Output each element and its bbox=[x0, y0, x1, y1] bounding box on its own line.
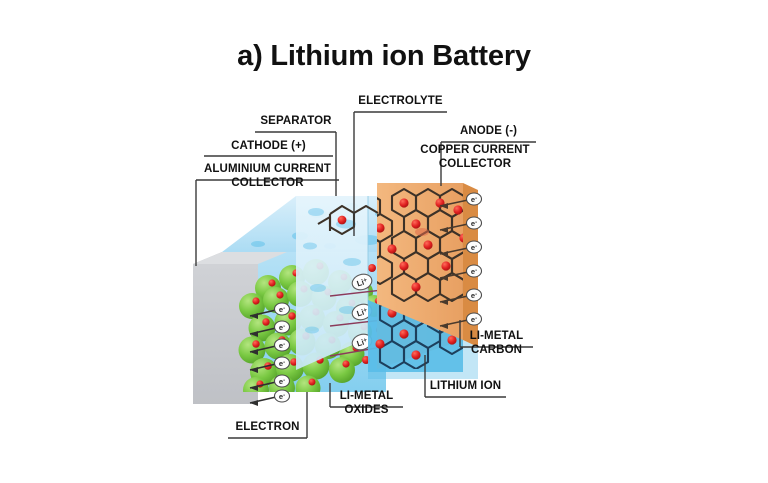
svg-text:e-: e- bbox=[279, 377, 285, 386]
electron-markers-cathode: e- e- e- e- bbox=[249, 302, 291, 406]
aluminium-collector-line2: COLLECTOR bbox=[231, 176, 304, 189]
label-aluminium-current-collector: ALUMINIUM CURRENT COLLECTOR bbox=[196, 163, 339, 190]
svg-text:Li+: Li+ bbox=[356, 306, 369, 318]
svg-text:e-: e- bbox=[471, 315, 477, 324]
label-separator: SEPARATOR bbox=[260, 115, 332, 127]
label-copper-current-collector: COPPER CURRENT COLLECTOR bbox=[413, 144, 537, 171]
svg-text:e-: e- bbox=[471, 195, 477, 204]
svg-text:e-: e- bbox=[279, 359, 285, 368]
svg-text:e-: e- bbox=[471, 267, 477, 276]
label-anode: ANODE (-) bbox=[459, 125, 518, 137]
svg-text:e-: e- bbox=[279, 392, 285, 401]
li-metal-carbon-lattice bbox=[377, 187, 463, 303]
label-electrolyte: ELECTROLYTE bbox=[358, 95, 443, 107]
lithium-ion-dot bbox=[337, 215, 347, 225]
svg-text:e-: e- bbox=[471, 243, 477, 252]
li-metal-oxides-line1: LI-METAL bbox=[339, 390, 394, 402]
copper-collector-line2: COLLECTOR bbox=[438, 157, 512, 170]
svg-text:e-: e- bbox=[279, 341, 285, 350]
page-title: a) Lithium ion Battery bbox=[237, 40, 531, 72]
svg-text:e-: e- bbox=[471, 219, 477, 228]
svg-text:Li+: Li+ bbox=[356, 276, 369, 288]
copper-collector-line1: COPPER CURRENT bbox=[420, 144, 530, 156]
li-metal-oxides-line2: OXIDES bbox=[344, 403, 389, 416]
leader-lines bbox=[195, 111, 536, 439]
li-metal-carbon-line2: CARBON bbox=[470, 343, 523, 356]
svg-text:e-: e- bbox=[471, 291, 477, 300]
label-cathode: CATHODE (+) bbox=[231, 140, 306, 152]
label-li-metal-oxides: LI-METAL OXIDES bbox=[330, 390, 403, 417]
label-lithium-ion: LITHIUM ION bbox=[429, 380, 502, 392]
electron-markers-anode: e- e- e- e- bbox=[439, 192, 483, 329]
label-electron: ELECTRON bbox=[235, 421, 300, 433]
aluminium-collector-line1: ALUMINIUM CURRENT bbox=[204, 163, 331, 175]
svg-text:e-: e- bbox=[279, 323, 285, 332]
svg-text:Li+: Li+ bbox=[356, 336, 369, 348]
li-metal-carbon-line1: LI-METAL bbox=[469, 330, 524, 342]
label-li-metal-carbon: LI-METAL CARBON bbox=[460, 330, 533, 357]
svg-text:e-: e- bbox=[279, 305, 285, 314]
